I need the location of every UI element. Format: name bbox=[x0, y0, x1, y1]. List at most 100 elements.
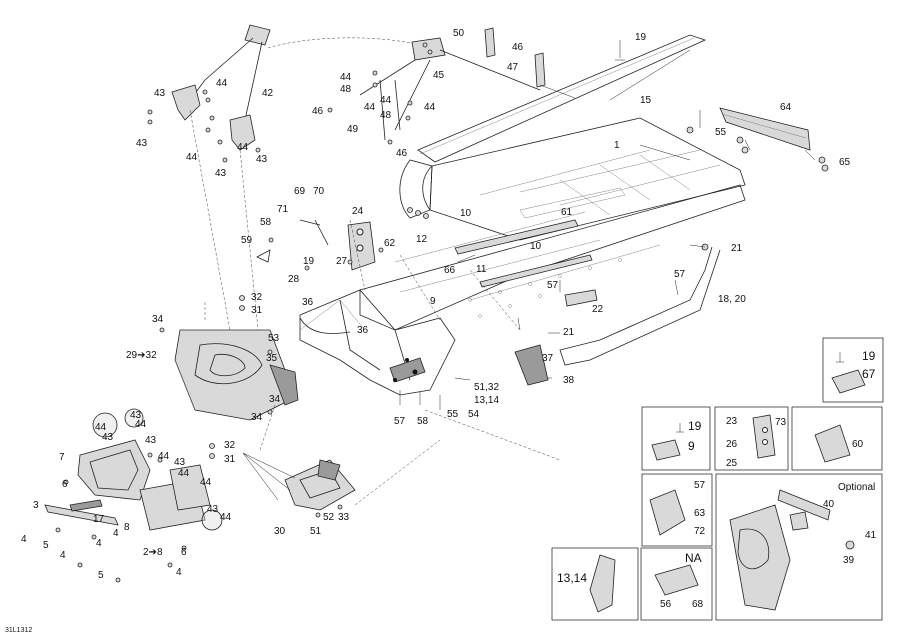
callout-44-j: 44 bbox=[158, 451, 170, 462]
callout-32-a: 32 bbox=[251, 292, 263, 303]
tunnel-assembly bbox=[299, 34, 829, 396]
callout-44-c: 44 bbox=[364, 102, 376, 113]
inset-optional: Optional 40 41 39 bbox=[715, 473, 883, 621]
callout-57-c: 57 bbox=[394, 416, 406, 427]
upper-arm-assembly bbox=[327, 27, 546, 145]
callout-49: 49 bbox=[347, 124, 359, 135]
callout-1: 1 bbox=[614, 140, 620, 151]
callout-43-g: 43 bbox=[145, 435, 157, 446]
inset-9-label-top: 19 bbox=[688, 419, 702, 433]
callout-30: 30 bbox=[274, 526, 286, 537]
callout-13-14: 13,14 bbox=[474, 395, 499, 406]
inset-na-label-a: 56 bbox=[660, 599, 672, 610]
inset-67-label-bottom: 67 bbox=[862, 367, 876, 381]
inset-optional-label-b: 41 bbox=[865, 530, 877, 541]
callout-62: 62 bbox=[384, 238, 396, 249]
callout-69: 69 bbox=[294, 186, 306, 197]
callout-43-b: 43 bbox=[136, 138, 148, 149]
callout-50: 50 bbox=[453, 28, 465, 39]
callout-44-m: 44 bbox=[220, 512, 232, 523]
callout-45: 45 bbox=[433, 70, 445, 81]
inset-optional-label-c: 39 bbox=[843, 555, 855, 566]
callout-58-a: 58 bbox=[260, 217, 272, 228]
callout-43-c: 43 bbox=[256, 154, 268, 165]
inset-63: 57 63 72 bbox=[641, 473, 713, 547]
callout-57-a: 57 bbox=[674, 269, 686, 280]
callout-19-b: 19 bbox=[303, 256, 315, 267]
inset-23-label-d: 25 bbox=[726, 458, 738, 469]
callout-51: 51 bbox=[310, 526, 322, 537]
callout-5-a: 5 bbox=[43, 540, 49, 551]
callout-66: 66 bbox=[444, 265, 456, 276]
callout-54: 54 bbox=[468, 409, 480, 420]
inset-23-label-b: 73 bbox=[775, 417, 787, 428]
callout-44-a: 44 bbox=[340, 72, 352, 83]
callout-4-b: 4 bbox=[21, 534, 27, 545]
callout-8: 8 bbox=[124, 522, 130, 533]
callout-4-e: 4 bbox=[176, 567, 182, 578]
callout-9: 9 bbox=[430, 296, 436, 307]
callout-53: 53 bbox=[268, 333, 280, 344]
callout-43-i: 43 bbox=[207, 504, 219, 515]
callout-46-top: 46 bbox=[512, 42, 524, 53]
callout-43-h: 43 bbox=[174, 457, 186, 468]
callout-70: 70 bbox=[313, 186, 325, 197]
callout-44-l: 44 bbox=[200, 477, 212, 488]
callout-24: 24 bbox=[352, 206, 364, 217]
callout-10-b: 10 bbox=[530, 241, 542, 252]
callout-43-e: 43 bbox=[130, 410, 142, 421]
callout-22: 22 bbox=[592, 304, 604, 315]
callout-31-b: 31 bbox=[224, 454, 236, 465]
callout-64: 64 bbox=[780, 102, 792, 113]
callout-3: 3 bbox=[33, 500, 39, 511]
callout-38: 38 bbox=[563, 375, 575, 386]
inset-23-label-a: 23 bbox=[726, 416, 738, 427]
callout-43-f: 43 bbox=[102, 432, 114, 443]
callout-4-c: 4 bbox=[96, 538, 102, 549]
callout-61: 61 bbox=[561, 207, 573, 218]
callout-33: 33 bbox=[338, 512, 350, 523]
callout-36-a: 36 bbox=[302, 297, 314, 308]
inset-13-14: 13,14 bbox=[551, 547, 639, 621]
callout-43-a: 43 bbox=[154, 88, 166, 99]
inset-23-label-c: 26 bbox=[726, 439, 738, 450]
inset-63-label-a: 57 bbox=[694, 480, 706, 491]
callout-28: 28 bbox=[288, 274, 300, 285]
callout-labels: 19 15 64 55 65 1 50 46 47 45 44 48 44 44… bbox=[5, 28, 851, 634]
callout-34-c: 34 bbox=[251, 412, 263, 423]
callout-12: 12 bbox=[416, 234, 428, 245]
callout-55-b: 55 bbox=[447, 409, 459, 420]
callout-46-b: 46 bbox=[312, 106, 324, 117]
inset-na: NA 56 68 bbox=[640, 547, 713, 621]
callout-21-a: 21 bbox=[731, 243, 743, 254]
front-bumper-assembly bbox=[159, 219, 384, 459]
callout-44-d: 44 bbox=[424, 102, 436, 113]
leader-lines bbox=[204, 40, 816, 506]
callout-15: 15 bbox=[640, 95, 652, 106]
callout-37: 37 bbox=[542, 353, 554, 364]
callout-44-g: 44 bbox=[237, 142, 249, 153]
inset-na-label-b: 68 bbox=[692, 599, 704, 610]
callout-55: 55 bbox=[715, 127, 727, 138]
inset-63-label-c: 72 bbox=[694, 526, 706, 537]
steering-support-assembly bbox=[147, 24, 421, 331]
inset-60: 60 bbox=[791, 406, 883, 471]
callout-34-b: 34 bbox=[269, 394, 281, 405]
callout-35: 35 bbox=[266, 353, 278, 364]
callout-4-a: 4 bbox=[113, 528, 119, 539]
callout-32-b: 32 bbox=[224, 440, 236, 451]
callout-4-d: 4 bbox=[60, 550, 66, 561]
inset-63-label-b: 63 bbox=[694, 508, 706, 519]
callout-5-b: 5 bbox=[98, 570, 104, 581]
inset-na-title: NA bbox=[685, 551, 702, 565]
callout-42: 42 bbox=[262, 88, 274, 99]
callout-44-e: 44 bbox=[216, 78, 228, 89]
callout-51-32: 51,32 bbox=[474, 382, 499, 393]
rear-bar-assembly bbox=[514, 243, 721, 386]
callout-2-8: 2➔8 bbox=[143, 547, 163, 558]
callout-17: 17 bbox=[93, 514, 105, 525]
callout-29-32: 29➔32 bbox=[126, 350, 157, 361]
callout-6-b: 6 bbox=[181, 547, 187, 558]
inset-13-14-label: 13,14 bbox=[557, 571, 587, 585]
